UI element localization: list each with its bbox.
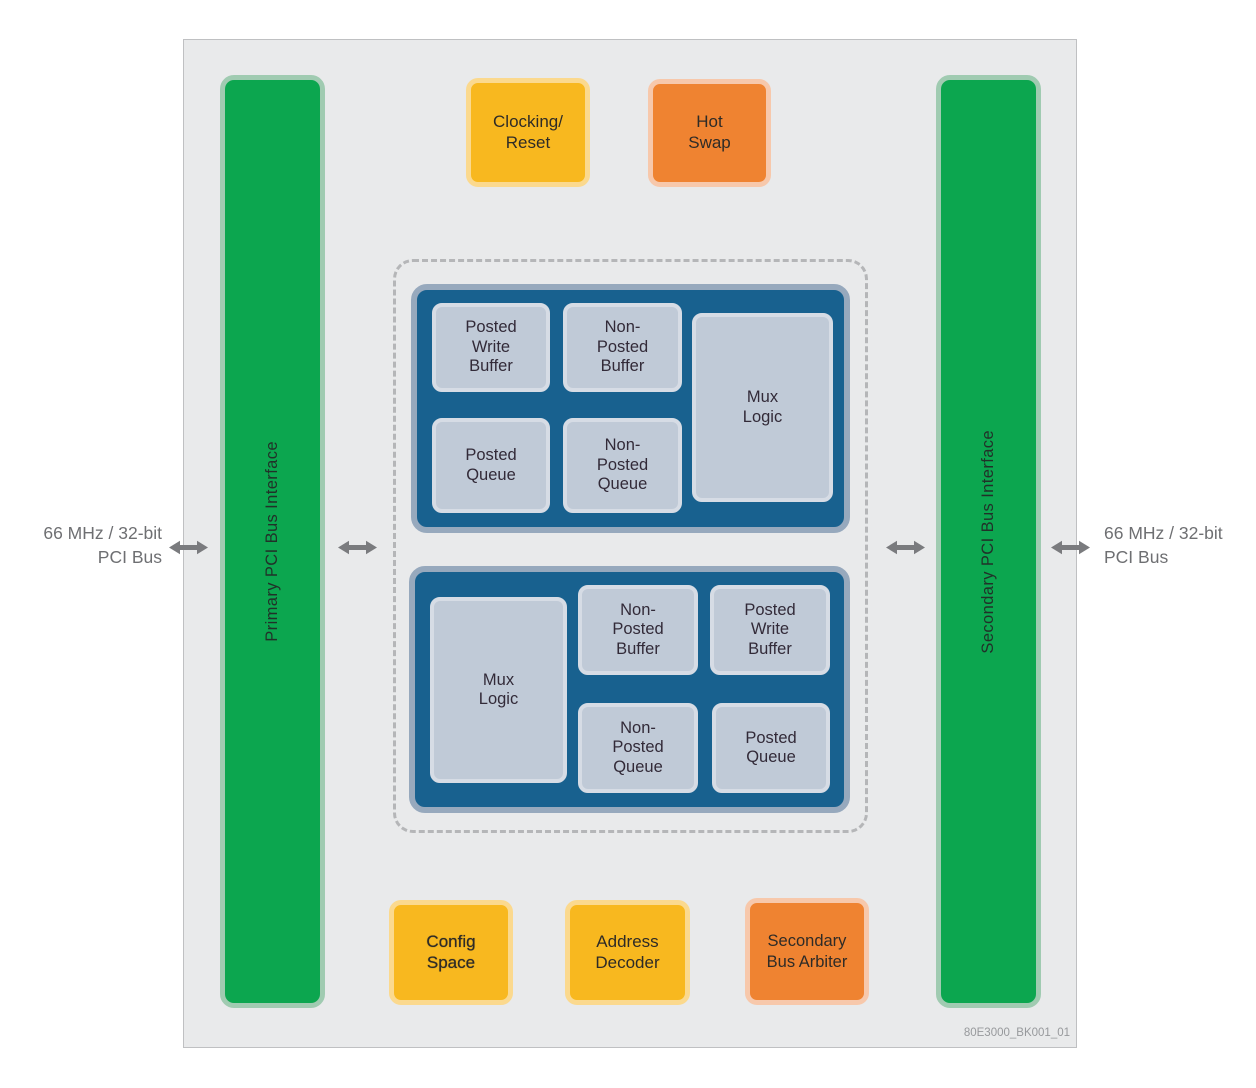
upper-posted-queue-block: Posted Queue xyxy=(432,418,550,513)
secondary-interface-label: Secondary PCI Bus Interface xyxy=(979,429,997,654)
bus-arrow-right-external xyxy=(1051,540,1090,555)
address-decoder-block: Address Decoder xyxy=(565,900,690,1005)
bus-arrow-right-internal xyxy=(886,540,925,555)
upper-non-posted-queue-block: Non- Posted Queue xyxy=(563,418,682,513)
hot-swap-block: Hot Swap xyxy=(648,79,771,187)
right-bus-label: 66 MHz / 32-bit PCI Bus xyxy=(1104,523,1223,567)
lower-posted-queue-label: Posted Queue xyxy=(745,728,797,766)
double-headed-arrow-icon xyxy=(338,540,377,555)
double-headed-arrow-icon xyxy=(1051,540,1090,555)
config-space-label: Config Space xyxy=(426,931,476,972)
clocking-reset-block: Clocking/ Reset xyxy=(466,78,590,187)
upper-posted-write-buffer-label: Posted Write Buffer xyxy=(465,318,517,376)
queue-engine-dashed-region xyxy=(393,259,868,833)
lower-non-posted-buffer-label: Non- Posted Buffer xyxy=(612,600,664,658)
config-space-block: Config Space xyxy=(389,900,513,1005)
clocking-reset-label: Clocking/ Reset xyxy=(493,111,563,152)
upper-buffer-group: Posted Write Buffer Non- Posted Buffer M… xyxy=(411,284,850,533)
lower-non-posted-queue-block: Non- Posted Queue xyxy=(578,703,698,793)
upper-non-posted-buffer-label: Non- Posted Buffer xyxy=(596,318,649,376)
chip-outline xyxy=(183,39,1077,1048)
upper-mux-logic-block: Mux Logic xyxy=(692,313,833,502)
figure-id-label: 80E3000_BK001_01 xyxy=(963,1027,1070,1039)
lower-mux-logic-label: Mux Logic xyxy=(478,670,519,708)
upper-mux-logic-label: Mux Logic xyxy=(742,388,783,426)
lower-posted-write-buffer-block: Posted Write Buffer xyxy=(710,585,830,675)
upper-posted-queue-label: Posted Queue xyxy=(465,446,517,484)
double-headed-arrow-icon xyxy=(886,540,925,555)
secondary-pci-bus-interface-bar: Secondary PCI Bus Interface xyxy=(936,75,1041,1008)
secondary-bus-arbiter-label: Secondary Bus Arbiter xyxy=(766,932,848,971)
hot-swap-label: Hot Swap xyxy=(688,112,731,152)
left-bus-label: 66 MHz / 32-bit PCI Bus xyxy=(43,523,162,567)
lower-posted-write-buffer-label: Posted Write Buffer xyxy=(744,600,796,658)
bus-arrow-left-external xyxy=(169,540,208,555)
double-headed-arrow-icon xyxy=(169,540,208,555)
primary-pci-bus-interface-bar: Primary PCI Bus Interface xyxy=(220,75,325,1008)
lower-mux-logic-block: Mux Logic xyxy=(430,597,567,783)
secondary-bus-arbiter-block: Secondary Bus Arbiter xyxy=(745,898,869,1005)
lower-non-posted-queue-label: Non- Posted Queue xyxy=(612,718,664,776)
bus-arrow-left-internal xyxy=(338,540,377,555)
upper-non-posted-queue-label: Non- Posted Queue xyxy=(596,436,649,494)
lower-buffer-group: Mux Logic Non- Posted Buffer Posted Writ… xyxy=(409,566,850,813)
primary-interface-label: Primary PCI Bus Interface xyxy=(263,441,281,642)
upper-non-posted-buffer-block: Non- Posted Buffer xyxy=(563,303,682,392)
upper-posted-write-buffer-block: Posted Write Buffer xyxy=(432,303,550,392)
address-decoder-label: Address Decoder xyxy=(595,931,660,972)
lower-posted-queue-block: Posted Queue xyxy=(712,703,830,793)
lower-non-posted-buffer-block: Non- Posted Buffer xyxy=(578,585,698,675)
